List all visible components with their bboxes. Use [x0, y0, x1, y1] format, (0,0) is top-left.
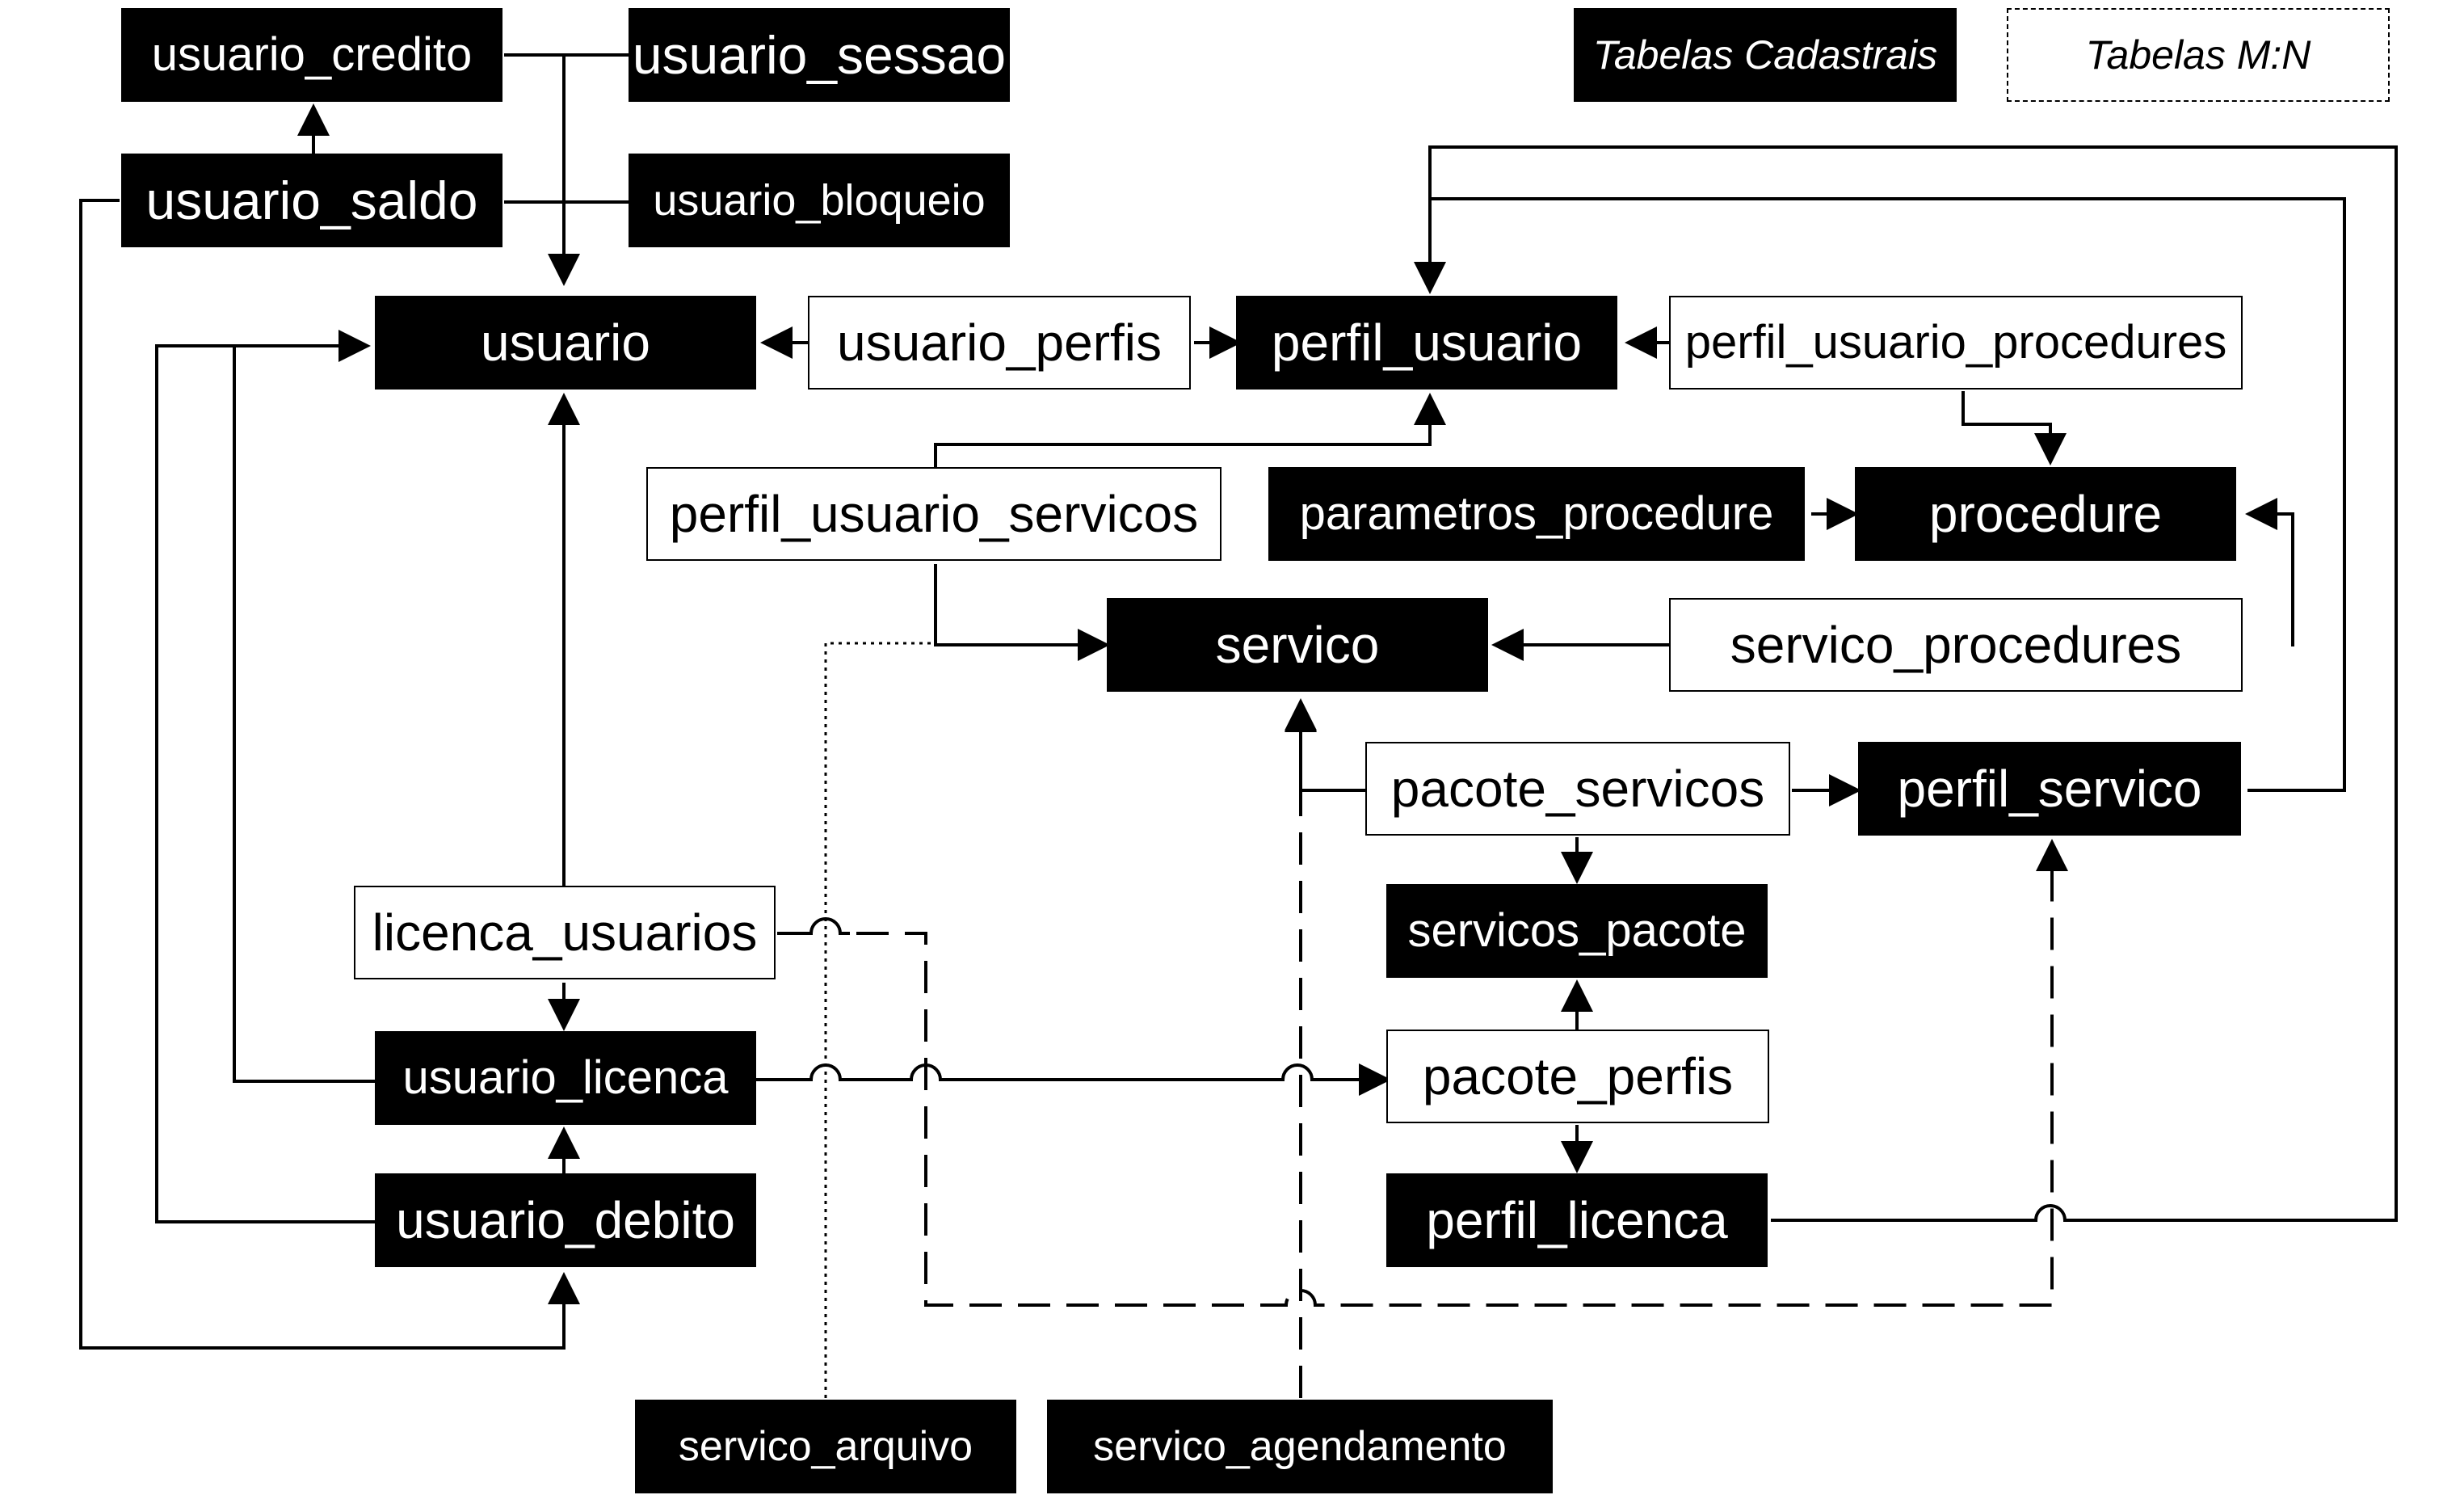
table-label: servico_procedures [1730, 616, 2182, 674]
table-label: servico_agendamento [1093, 1423, 1507, 1470]
table-label: usuario_perfis [837, 314, 1162, 372]
table-usuario-bloqueio: usuario_bloqueio [629, 154, 1010, 247]
table-usuario-perfis: usuario_perfis [808, 296, 1191, 390]
table-perfil-usuario-servicos: perfil_usuario_servicos [646, 467, 1221, 561]
table-procedure: procedure [1855, 467, 2236, 561]
table-label: usuario_credito [151, 28, 473, 81]
table-perfil-licenca: perfil_licenca [1386, 1173, 1768, 1267]
table-label: servico [1215, 616, 1380, 674]
table-pacote-servicos: pacote_servicos [1365, 742, 1790, 836]
table-label: procedure [1928, 485, 2163, 543]
table-usuario-debito: usuario_debito [375, 1173, 756, 1267]
legend-cadastrais: Tabelas Cadastrais [1574, 8, 1957, 102]
table-servico-agendamento: servico_agendamento [1047, 1400, 1553, 1493]
table-label: parametros_procedure [1299, 487, 1774, 540]
table-label: pacote_perfis [1422, 1047, 1734, 1105]
table-servico-arquivo: servico_arquivo [635, 1400, 1016, 1493]
table-label: perfil_usuario_servicos [669, 485, 1199, 543]
table-licenca-usuarios: licenca_usuarios [354, 886, 776, 979]
legend-mn-label: Tabelas M:N [2085, 32, 2311, 78]
table-label: usuario [481, 314, 650, 372]
table-label: servico_arquivo [678, 1423, 973, 1470]
table-usuario-saldo: usuario_saldo [121, 154, 502, 247]
table-usuario: usuario [375, 296, 756, 390]
table-label: usuario_debito [396, 1191, 735, 1249]
table-label: perfil_servico [1897, 760, 2202, 818]
table-usuario-sessao: usuario_sessao [629, 8, 1010, 102]
table-label: perfil_usuario [1271, 314, 1583, 372]
table-pacote-perfis: pacote_perfis [1386, 1030, 1769, 1123]
table-perfil-usuario: perfil_usuario [1236, 296, 1617, 390]
legend-cadastrais-label: Tabelas Cadastrais [1592, 32, 1938, 78]
table-label: usuario_licenca [402, 1051, 729, 1104]
table-label: usuario_saldo [145, 171, 478, 230]
table-parametros-procedure: parametros_procedure [1268, 467, 1805, 561]
table-label: perfil_usuario_procedures [1684, 316, 2227, 368]
table-servicos-pacote: servicos_pacote [1386, 884, 1768, 978]
table-label: usuario_sessao [632, 25, 1007, 85]
table-servico-procedures: servico_procedures [1669, 598, 2243, 692]
table-label: licenca_usuarios [372, 903, 758, 962]
table-perfil-servico: perfil_servico [1858, 742, 2241, 836]
table-servico: servico [1107, 598, 1488, 692]
table-perfil-usuario-procedures: perfil_usuario_procedures [1669, 296, 2243, 390]
table-label: pacote_servicos [1390, 760, 1765, 818]
table-label: usuario_bloqueio [653, 176, 986, 225]
legend-mn: Tabelas M:N [2007, 8, 2390, 102]
table-usuario-credito: usuario_credito [121, 8, 502, 102]
table-usuario-licenca: usuario_licenca [375, 1031, 756, 1125]
table-label: servicos_pacote [1407, 904, 1747, 957]
table-label: perfil_licenca [1426, 1191, 1728, 1249]
